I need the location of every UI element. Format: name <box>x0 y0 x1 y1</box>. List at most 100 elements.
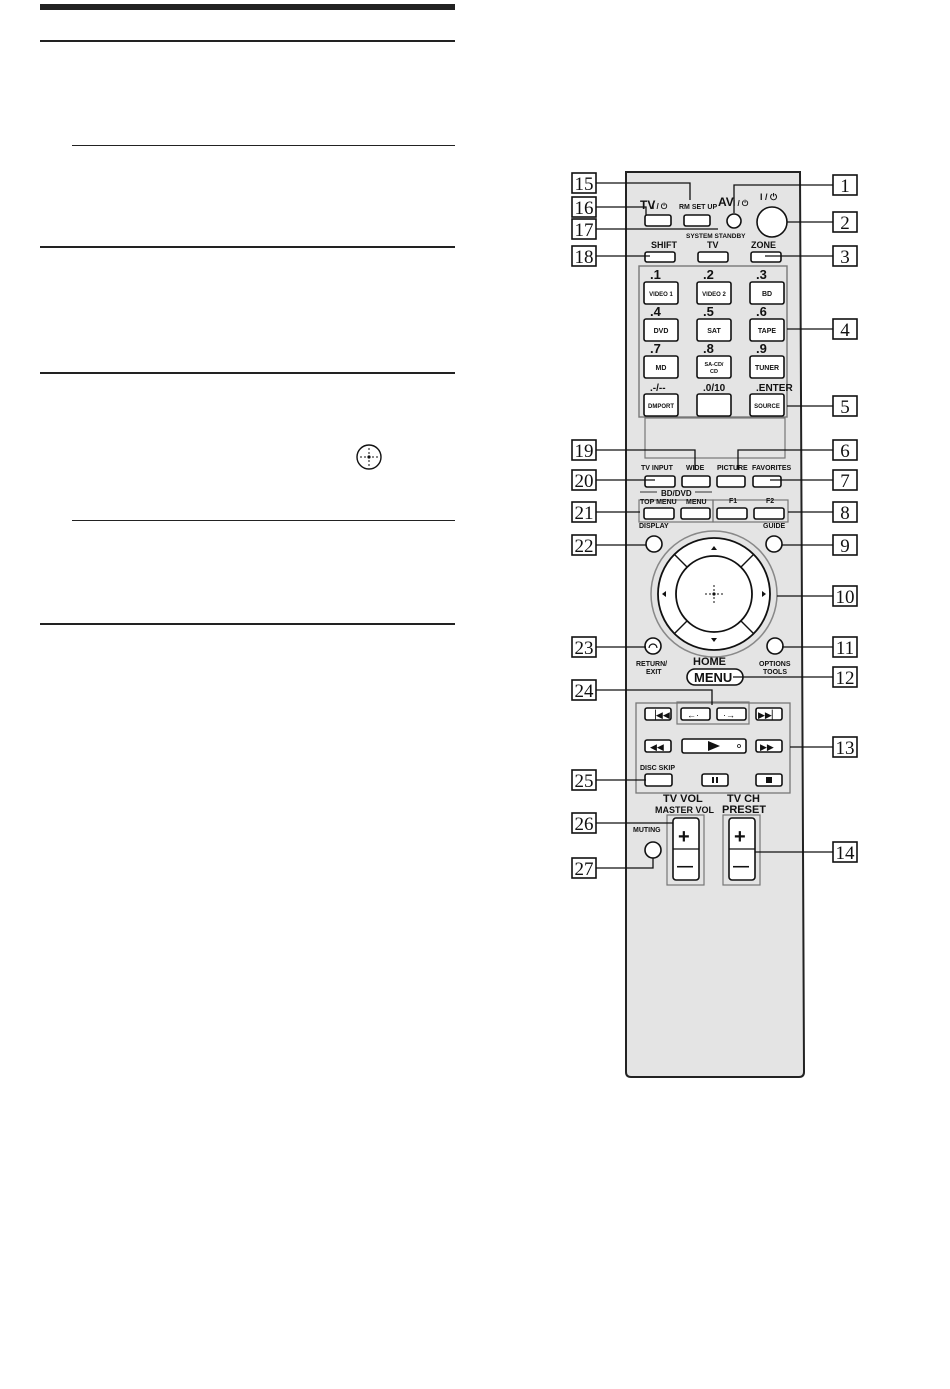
transport-frame <box>635 702 791 794</box>
keypad-button[interactable] <box>643 281 679 305</box>
arrow-left-icon[interactable] <box>662 591 666 597</box>
master-vol-label: MASTER VOL <box>655 805 715 815</box>
prev-button[interactable] <box>644 707 672 721</box>
wide-button[interactable] <box>681 475 711 488</box>
top-menu-button[interactable] <box>643 507 675 520</box>
tv-power-button[interactable] <box>644 214 672 227</box>
ch-plus-icon: + <box>734 826 746 848</box>
callout-number: 25 <box>575 771 594 792</box>
favorites-button[interactable] <box>752 475 782 488</box>
rm-setup-label: RM SET UP <box>679 204 717 211</box>
dpad-outer-ring <box>650 530 778 658</box>
keypad-button[interactable] <box>643 355 679 379</box>
arrow-right-icon[interactable] <box>762 591 766 597</box>
callout-box <box>832 585 858 607</box>
callout-box <box>571 534 597 556</box>
top-menu-label: TOP MENU <box>640 499 677 506</box>
tv-input-button[interactable] <box>644 475 676 488</box>
tv-button[interactable] <box>697 251 729 263</box>
menu-small-label: MENU <box>686 499 707 506</box>
subsection-rule-2 <box>72 520 455 521</box>
keypad-button-label: DVD <box>654 328 669 335</box>
return-button[interactable] <box>644 637 662 655</box>
display-button[interactable] <box>645 535 663 553</box>
keypad-button[interactable] <box>749 318 785 342</box>
keypad-button[interactable] <box>643 393 679 417</box>
tv-ch-label: TV CH <box>727 793 760 805</box>
f1-button[interactable] <box>716 507 748 520</box>
vol-plus-icon: + <box>678 826 690 848</box>
callout-box <box>571 812 597 834</box>
favorites-label: FAVORITES <box>752 465 791 472</box>
advance-icon: ·→ <box>723 710 735 720</box>
tv-input-label: TV INPUT <box>641 465 674 472</box>
rewind-button[interactable] <box>644 739 672 753</box>
callout-box <box>832 469 858 491</box>
rewind-icon: ◀◀ <box>650 742 664 752</box>
disc-skip-button[interactable] <box>644 773 673 787</box>
callout-number: 26 <box>575 814 594 835</box>
callout-number: 3 <box>840 247 850 268</box>
callout-number: 22 <box>575 536 594 557</box>
keypad-button[interactable] <box>696 355 732 379</box>
menu-label: MENU <box>694 670 732 685</box>
callout-leader-line <box>596 689 713 705</box>
keypad-button-label: CD <box>710 369 718 375</box>
power-button[interactable] <box>756 206 788 238</box>
arrow-up-icon[interactable] <box>711 546 717 550</box>
system-standby-label: SYSTEM STANDBY <box>686 233 746 240</box>
zone-button[interactable] <box>750 251 782 263</box>
next-button[interactable] <box>755 707 783 721</box>
preset-label: PRESET <box>722 804 766 816</box>
callout-number: 10 <box>836 587 855 608</box>
callout-box <box>832 501 858 523</box>
callout-number: 11 <box>836 638 854 659</box>
callout-number: 6 <box>840 441 850 462</box>
f2-button[interactable] <box>753 507 785 520</box>
callout-box <box>832 841 858 863</box>
keypad-button-label: SOURCE <box>754 404 780 410</box>
callout-box <box>832 174 858 196</box>
callout-box <box>571 501 597 523</box>
av-power-button[interactable] <box>726 213 742 229</box>
bd-menu-button[interactable] <box>680 507 711 520</box>
keypad-button[interactable] <box>643 318 679 342</box>
keypad-button-label: SA-CD/ <box>705 362 724 368</box>
picture-button[interactable] <box>716 475 746 488</box>
guide-button[interactable] <box>765 535 783 553</box>
shift-button[interactable] <box>644 251 676 263</box>
power-symbol: I / ⏻ <box>760 192 778 202</box>
keypad-button[interactable] <box>749 393 785 417</box>
callout-number: 19 <box>575 441 594 462</box>
replay-button[interactable] <box>680 707 711 721</box>
keypad-button-label: BD <box>762 291 772 298</box>
fast-forward-icon: ▶▶ <box>760 742 774 752</box>
options-button[interactable] <box>766 637 784 655</box>
advance-button[interactable] <box>716 707 747 721</box>
keypad-button[interactable] <box>696 318 732 342</box>
callout-box <box>571 245 597 267</box>
callout-number: 9 <box>840 536 850 557</box>
keypad-button[interactable] <box>749 355 785 379</box>
rm-setup-button[interactable] <box>683 214 711 227</box>
callout-leader-line <box>596 858 654 869</box>
callout-box <box>832 534 858 556</box>
f-keys-frame <box>712 499 789 523</box>
arrow-down-icon[interactable] <box>711 638 717 642</box>
callout-box <box>571 196 597 218</box>
keypad-number-label: .5 <box>703 304 714 319</box>
options-label: OPTIONS <box>759 661 791 668</box>
keypad-number-label: .9 <box>756 341 767 356</box>
ch-frame <box>722 814 761 886</box>
fast-forward-button[interactable] <box>755 739 783 753</box>
keypad-button[interactable] <box>696 281 732 305</box>
keypad-button[interactable] <box>749 281 785 305</box>
bd-dvd-label: BD/DVD <box>661 489 692 498</box>
keypad-button[interactable] <box>696 393 732 417</box>
callout-leader-line <box>596 206 647 215</box>
picture-label: PICTURE <box>717 465 748 472</box>
subsection-rule-1 <box>72 145 455 146</box>
muting-button[interactable] <box>644 841 662 859</box>
callout-box <box>832 318 858 340</box>
pause-button[interactable] <box>701 773 729 787</box>
